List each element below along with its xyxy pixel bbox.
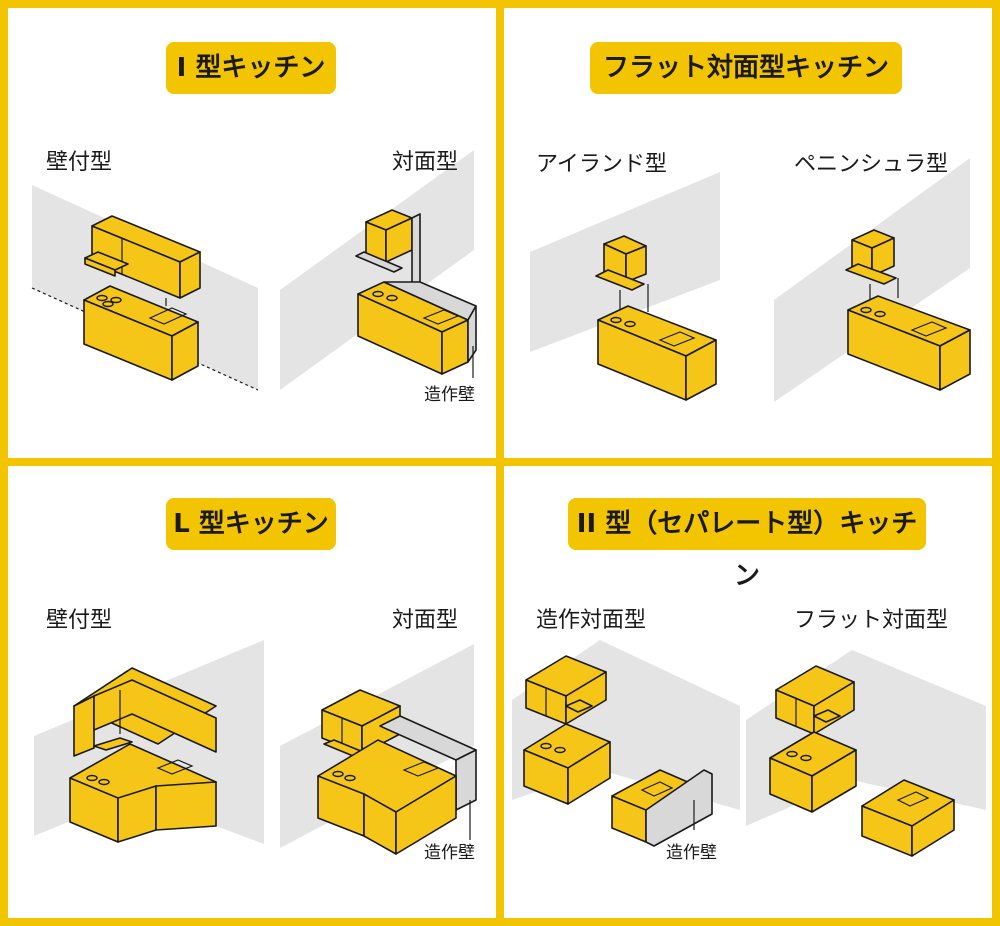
l-type-wall-illustration	[34, 640, 264, 844]
label-l-counter-type: 対面型	[392, 608, 459, 633]
ii-type-flat-illustration	[746, 650, 986, 857]
note-partition-wall: 造作壁	[424, 385, 475, 405]
label-partition-counter: 造作対面型	[536, 608, 647, 633]
label-peninsula-type: ペニンシュラ型	[794, 152, 949, 177]
island-illustration	[530, 172, 720, 401]
i-type-counter-illustration	[280, 150, 477, 390]
label-flat-counter: フラット対面型	[794, 608, 949, 633]
i-type-wall-illustration	[31, 185, 259, 391]
label-counter-type: 対面型	[392, 150, 459, 175]
peninsula-illustration	[774, 158, 971, 402]
panel-title-flat-counter: フラット対面型キッチン	[590, 42, 902, 94]
horizontal-divider	[0, 458, 1000, 466]
l-type-counter-illustration	[280, 644, 477, 855]
label-l-wall-type: 壁付型	[46, 608, 113, 633]
label-wall-type: 壁付型	[46, 150, 113, 175]
label-island-type: アイランド型	[536, 152, 667, 177]
panel-title-ii-type: II 型（セパレート型）キッチン	[568, 498, 926, 591]
panel-title-i-type: I 型キッチン	[166, 42, 336, 94]
panel-title-l-type: L 型キッチン	[166, 498, 336, 550]
note-l-partition-wall: 造作壁	[424, 843, 475, 863]
ii-type-partition-illustration	[512, 640, 740, 847]
note-ii-partition-wall: 造作壁	[666, 843, 717, 863]
